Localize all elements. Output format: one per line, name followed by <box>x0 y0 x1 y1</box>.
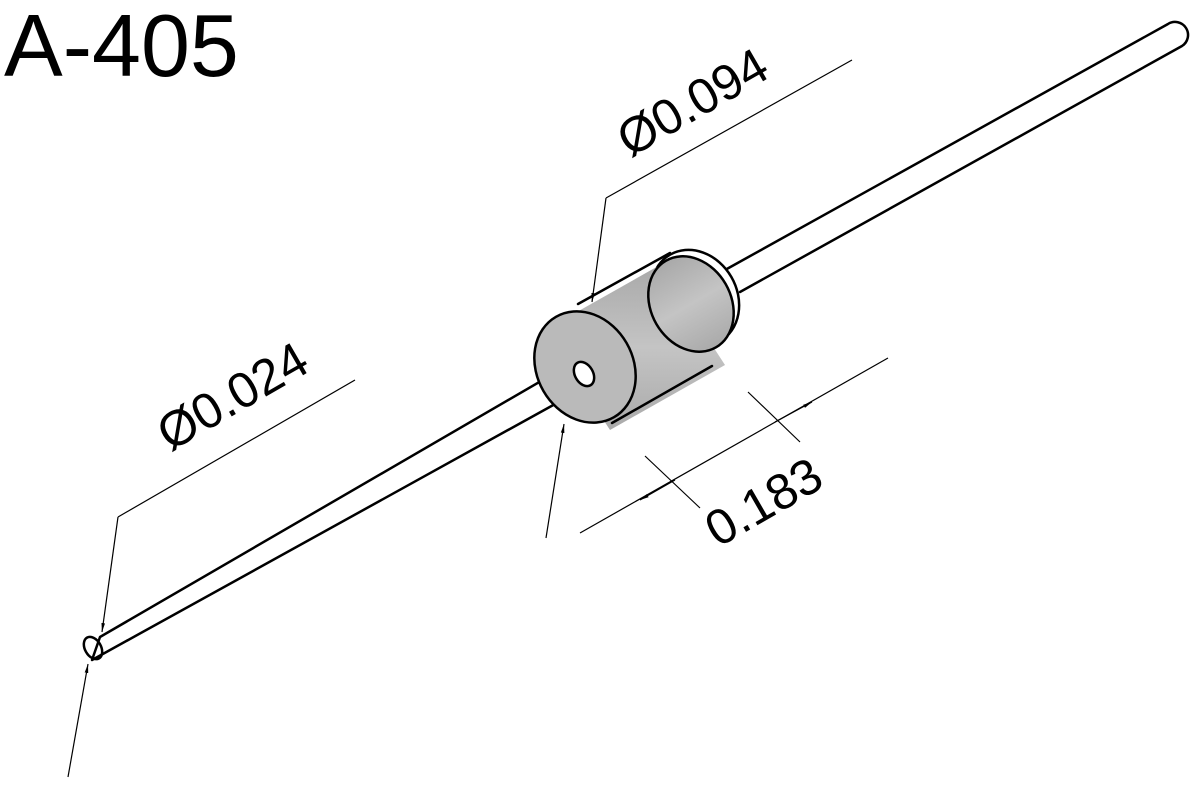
lead-hole <box>572 360 596 388</box>
lead-end-face <box>82 635 104 661</box>
body-diameter-label: Ø0.094 <box>608 37 778 168</box>
part-title: A-405 <box>4 0 239 95</box>
diode-body <box>533 248 741 430</box>
lead-diameter-dimension: Ø0.024 <box>67 331 356 778</box>
lead-diameter-label: Ø0.024 <box>148 331 318 462</box>
body-length-label: 0.183 <box>696 446 832 557</box>
right-lead <box>723 20 1190 294</box>
